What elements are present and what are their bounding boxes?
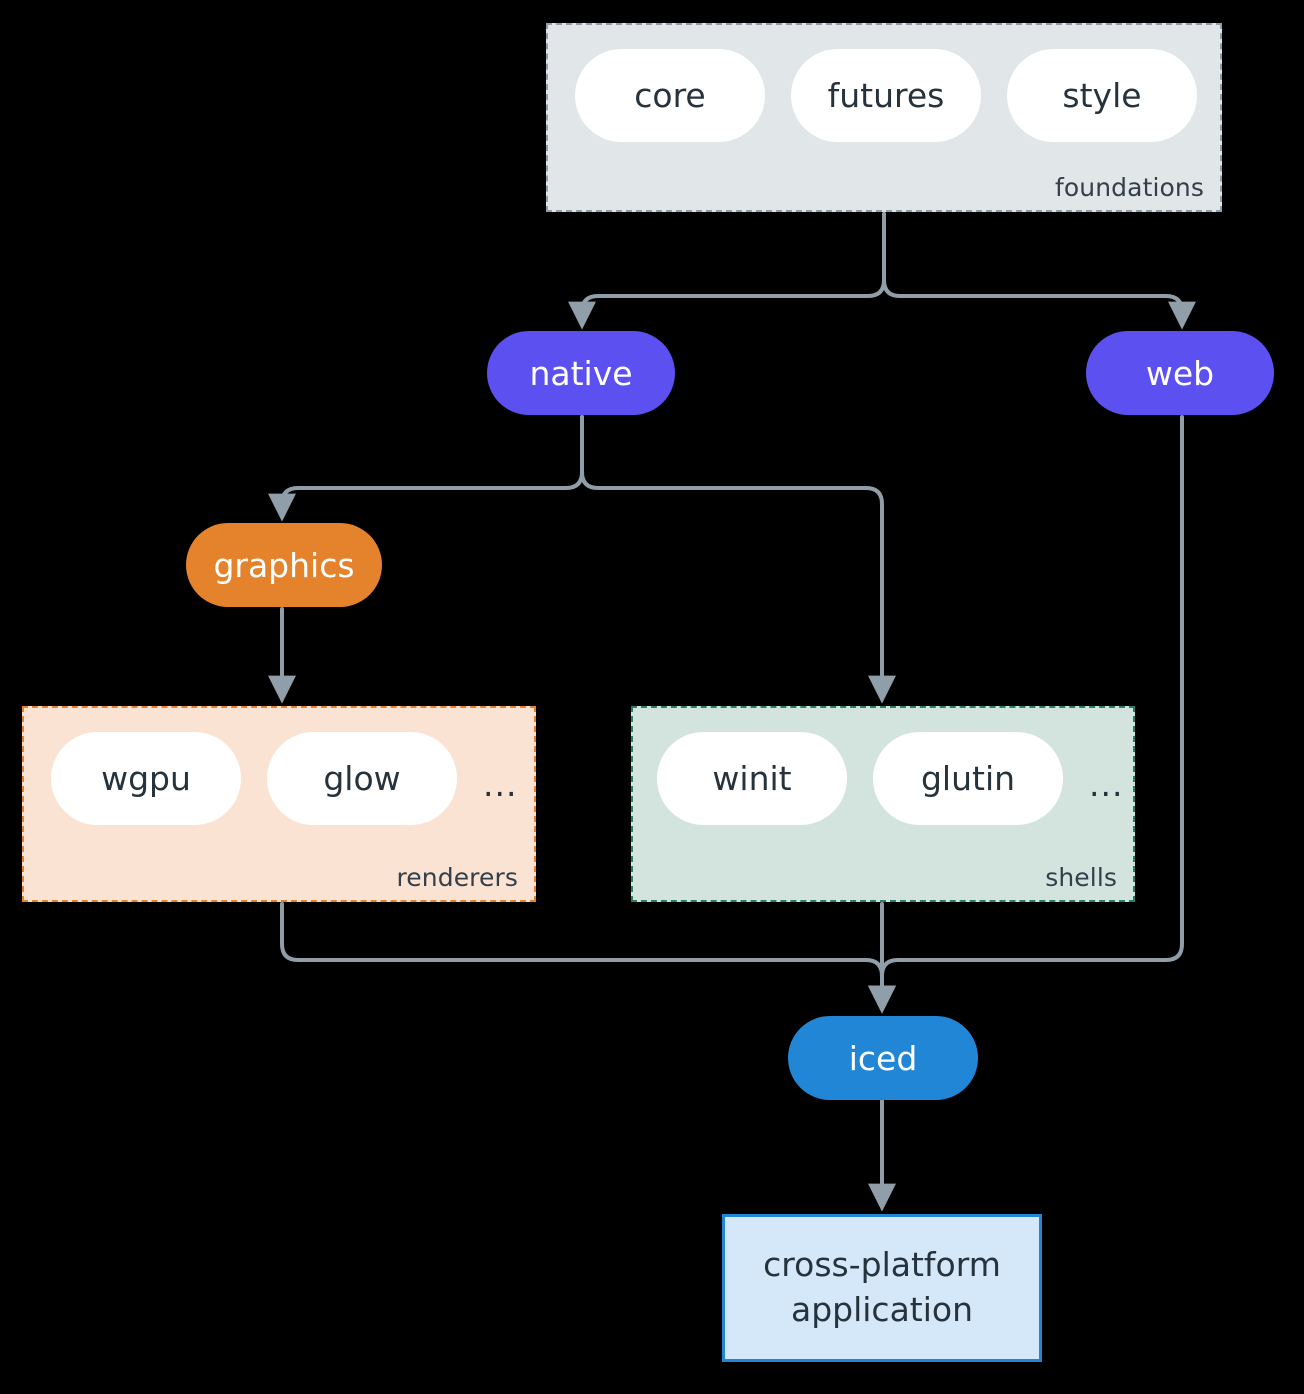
node-web[interactable]: web: [1086, 331, 1274, 415]
node-wgpu-label: wgpu: [101, 759, 191, 798]
node-glutin-label: glutin: [920, 759, 1016, 798]
renderers-ellipsis: ...: [483, 765, 518, 804]
node-cross-platform-application[interactable]: cross-platform application: [722, 1214, 1042, 1362]
shells-ellipsis: ...: [1089, 765, 1124, 804]
node-futures[interactable]: futures: [791, 49, 981, 142]
group-shells-label: shells: [1045, 863, 1117, 892]
node-native[interactable]: native: [487, 331, 675, 415]
group-foundations[interactable]: core futures style foundations: [546, 23, 1222, 212]
node-glow[interactable]: glow: [267, 732, 457, 825]
node-native-label: native: [529, 353, 633, 393]
node-web-label: web: [1145, 353, 1215, 393]
edge-native-graphics: [268, 415, 584, 522]
group-foundations-label: foundations: [1055, 173, 1204, 202]
node-graphics-label: graphics: [213, 545, 355, 585]
group-renderers-label: renderers: [396, 863, 518, 892]
edge-foundations-web: [882, 212, 1196, 330]
node-iced-label: iced: [848, 1038, 918, 1078]
edge-renderers-iced: [280, 902, 896, 1014]
node-glutin[interactable]: glutin: [873, 732, 1063, 825]
node-core[interactable]: core: [575, 49, 765, 142]
application-label-line1: cross-platform: [763, 1245, 1001, 1285]
node-wgpu[interactable]: wgpu: [51, 732, 241, 825]
node-winit-label: winit: [712, 759, 792, 798]
node-futures-label: futures: [827, 76, 945, 115]
application-label-line2: application: [790, 1290, 974, 1329]
group-shells[interactable]: winit glutin ... shells: [631, 706, 1135, 902]
node-style[interactable]: style: [1007, 49, 1197, 142]
edge-foundations-native: [568, 212, 886, 330]
node-iced[interactable]: iced: [788, 1016, 978, 1100]
node-glow-label: glow: [323, 759, 401, 798]
edge-web-iced: [868, 415, 1184, 1014]
node-winit[interactable]: winit: [657, 732, 847, 825]
node-graphics[interactable]: graphics: [186, 523, 382, 607]
node-core-label: core: [634, 76, 706, 115]
node-style-label: style: [1062, 76, 1142, 115]
edge-native-shells: [580, 415, 896, 704]
group-renderers[interactable]: wgpu glow ... renderers: [22, 706, 536, 902]
